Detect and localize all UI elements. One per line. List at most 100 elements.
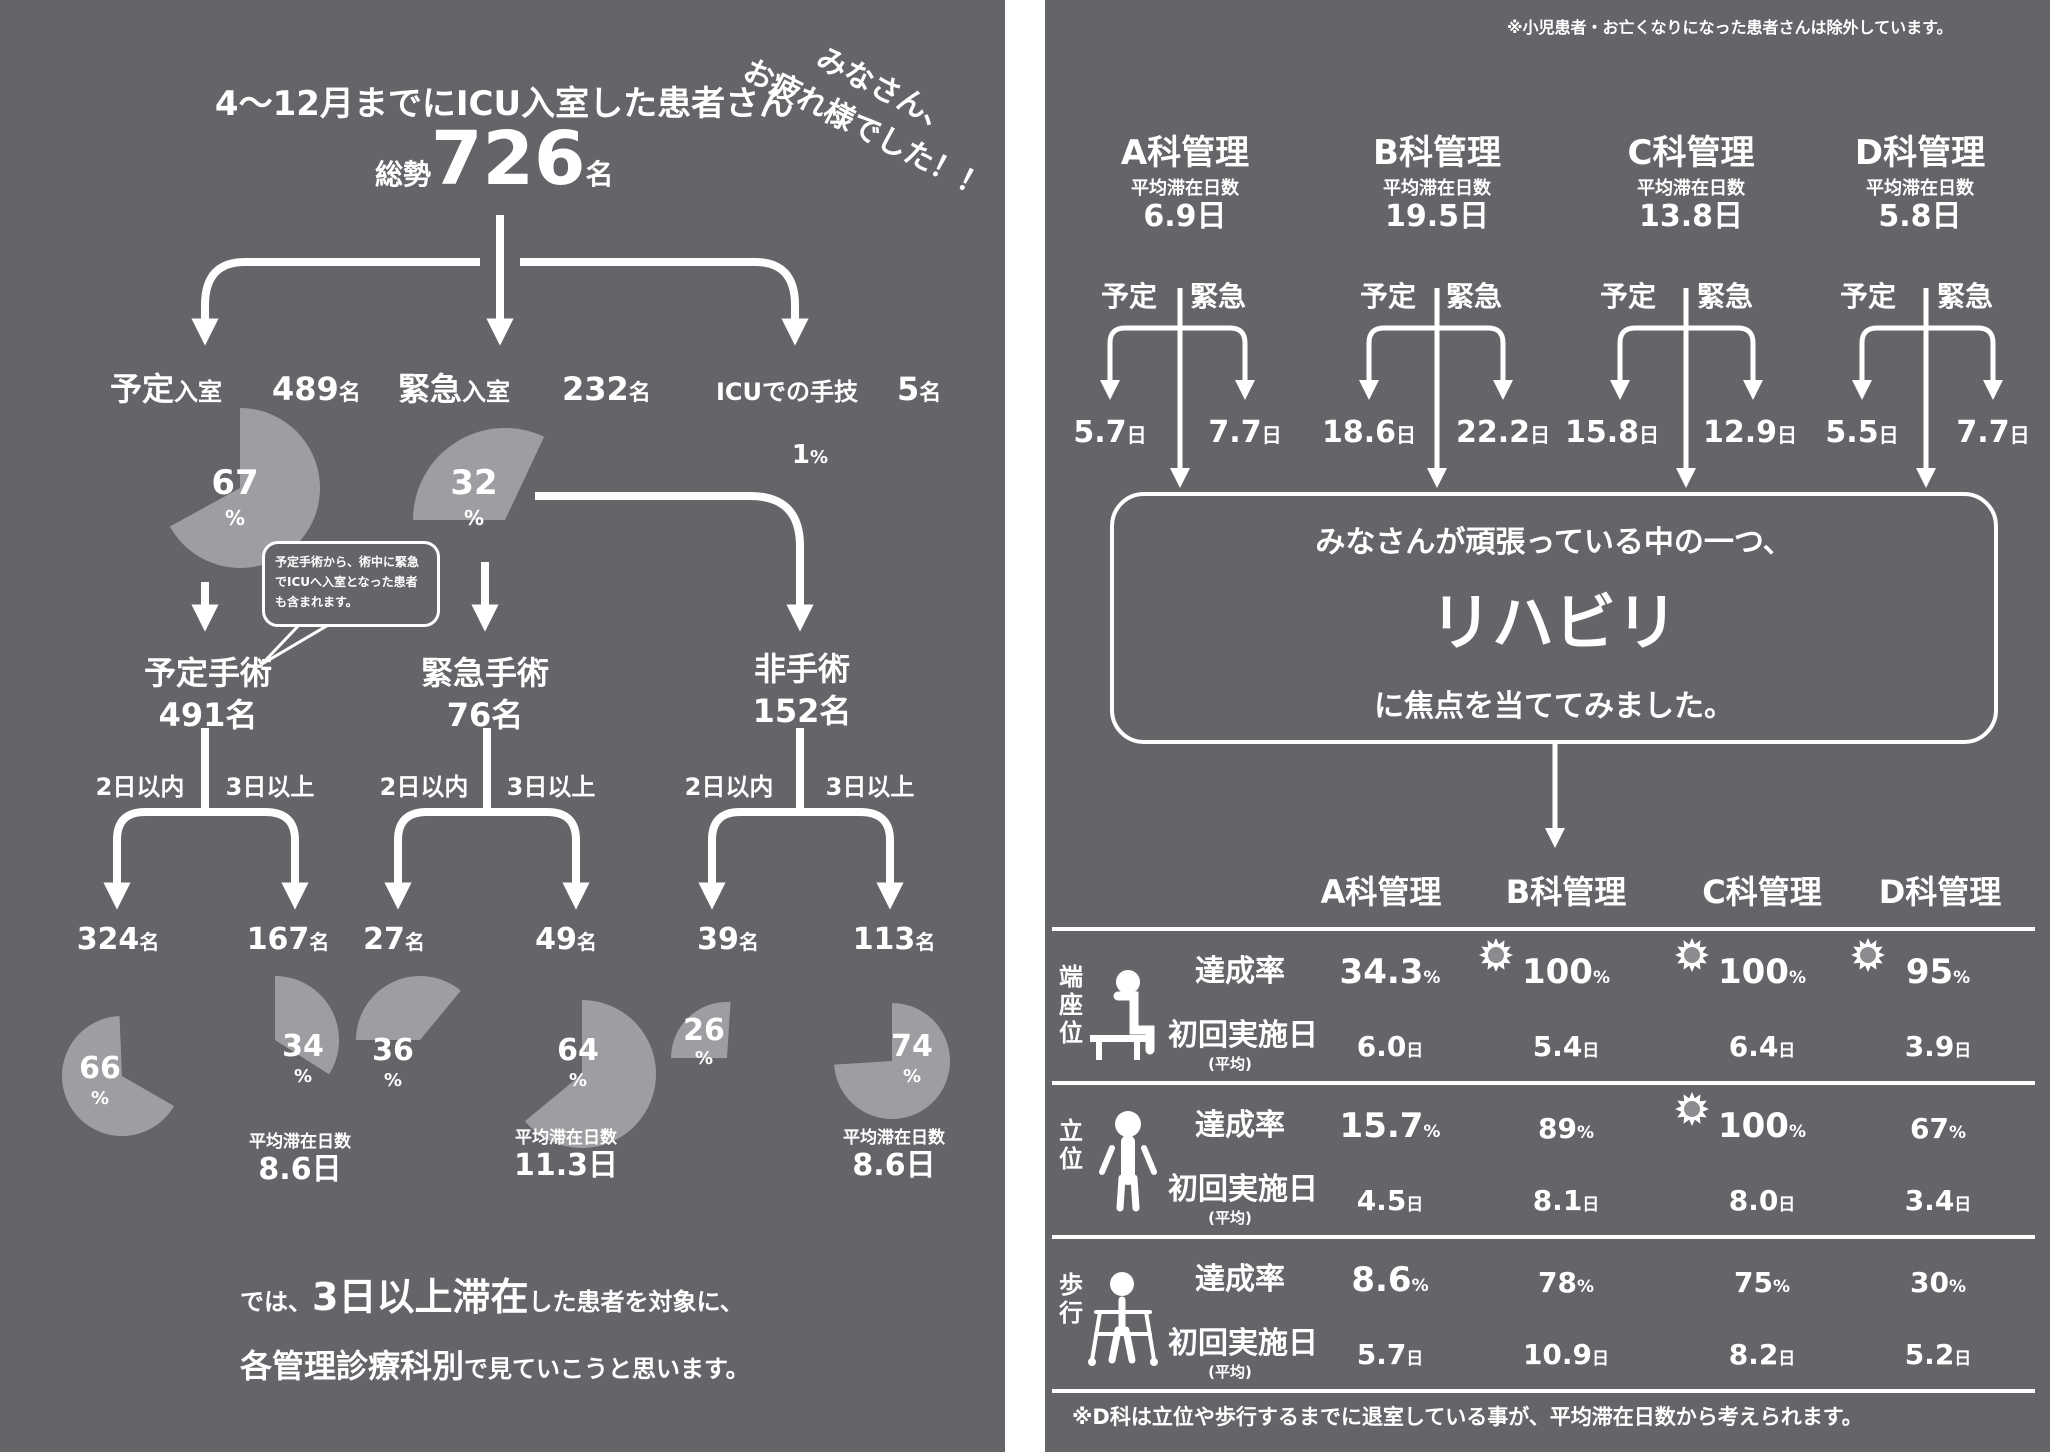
first-day-unit: 日 bbox=[1406, 1041, 1424, 1061]
conclusion-line-2: 各管理診療科別で見ていこうと思います。 bbox=[240, 1350, 750, 1382]
planned-admission-label: 予定 bbox=[110, 370, 175, 408]
ns-within2-number: 39 bbox=[697, 922, 739, 957]
total-unit: 名 bbox=[585, 158, 614, 191]
rate-value: 100% bbox=[1718, 955, 1806, 989]
rate-unit: % bbox=[1576, 1123, 1595, 1143]
arrow-dept-a-planned bbox=[1100, 325, 1180, 400]
first-day-number: 5.4 bbox=[1532, 1030, 1583, 1063]
pie-es-within2 bbox=[356, 976, 461, 1040]
pie-es-within2-value: 36 bbox=[372, 1033, 414, 1068]
rate-value: 89% bbox=[1538, 1115, 1594, 1143]
pie-ns-over3-label: 74% bbox=[891, 1032, 933, 1086]
icu-procedure: ICUでの手技 bbox=[716, 380, 858, 404]
dept-a-avg-value: 6.9日 bbox=[1143, 199, 1227, 234]
pie-ps-over3-unit: % bbox=[293, 1066, 313, 1087]
dept-a-planned-unit: 日 bbox=[1126, 423, 1147, 447]
pie-es-within2-unit: % bbox=[383, 1070, 403, 1091]
ps-over3-unit: 名 bbox=[309, 930, 330, 954]
rate-number: 100 bbox=[1521, 952, 1593, 992]
pie-ns-over3 bbox=[834, 1003, 950, 1119]
table-col-a: A科管理 bbox=[1320, 873, 1442, 911]
first-day-sub-label: (平均) bbox=[1208, 1209, 1252, 1227]
first-day-unit: 日 bbox=[1582, 1041, 1600, 1061]
rate-value: 100% bbox=[1718, 1109, 1806, 1143]
ns-over3-unit: 名 bbox=[915, 930, 936, 954]
dept-b-emergency-num: 22.2 bbox=[1455, 415, 1531, 450]
es-over3-label: 3日以上 bbox=[506, 773, 596, 801]
dept-c-name: C科管理 bbox=[1627, 133, 1755, 173]
arrow-es-over3 bbox=[487, 808, 590, 910]
conclusion-1a: では、 bbox=[240, 1288, 312, 1316]
first-day-unit: 日 bbox=[1954, 1195, 1972, 1215]
exclusion-note: ※小児患者・お亡くなりになった患者さんは除外しています。 bbox=[1507, 18, 1953, 37]
activity-label: 歩行 bbox=[1059, 1271, 1083, 1327]
first-day-value: 3.4日 bbox=[1905, 1187, 1972, 1215]
dept-a-planned-num: 5.7 bbox=[1073, 415, 1127, 450]
first-day-unit: 日 bbox=[1406, 1349, 1424, 1369]
table-col-c: C科管理 bbox=[1702, 873, 1822, 911]
arrow-dept-b-planned bbox=[1359, 325, 1437, 400]
activity-label: 端座位 bbox=[1059, 963, 1083, 1047]
dept-b-planned-days: 18.6日 bbox=[1322, 418, 1416, 448]
first-day-unit: 日 bbox=[1406, 1195, 1424, 1215]
first-day-value: 8.1日 bbox=[1533, 1187, 1600, 1215]
rate-unit: % bbox=[1576, 1277, 1595, 1297]
first-day-number: 5.7 bbox=[1356, 1338, 1407, 1371]
first-day-unit: 日 bbox=[1778, 1041, 1796, 1061]
pie-ns-within2-value: 26 bbox=[683, 1013, 725, 1048]
pie-ps-within2-unit: % bbox=[90, 1088, 110, 1109]
ns-over3-number: 113 bbox=[852, 922, 916, 957]
rate-label: 達成率 bbox=[1195, 954, 1285, 989]
first-day-number: 8.0 bbox=[1728, 1184, 1779, 1217]
rate-label: 達成率 bbox=[1195, 1108, 1285, 1143]
arrow-dept-c-planned bbox=[1610, 325, 1686, 400]
arrow-to-non-surgery bbox=[535, 492, 814, 632]
planned-admission-suffix: 入室 bbox=[174, 378, 223, 406]
dept-d-avg-label: 平均滞在日数 bbox=[1865, 178, 1974, 199]
pie-ps-over3-label: 34% bbox=[282, 1032, 324, 1086]
arrow-dept-a-emergency bbox=[1180, 325, 1255, 400]
rate-value: 8.6% bbox=[1351, 1263, 1428, 1297]
dept-c-planned-num: 15.8 bbox=[1564, 415, 1640, 450]
pie-ps-within2-value: 66 bbox=[79, 1051, 121, 1086]
ps-avg-stay-value: 8.6日 bbox=[258, 1152, 342, 1187]
dept-a-planned-days: 5.7日 bbox=[1073, 418, 1146, 448]
rate-number: 8.6 bbox=[1351, 1260, 1412, 1300]
rate-number: 34.3 bbox=[1339, 952, 1424, 992]
arrow-icu-procedure bbox=[520, 258, 809, 346]
dept-b-emergency-label: 緊急 bbox=[1446, 280, 1503, 313]
arrow-ns-over3 bbox=[800, 808, 904, 910]
ps-within2-count: 324名 bbox=[77, 925, 160, 955]
rate-value: 75% bbox=[1734, 1269, 1790, 1297]
dept-a-avg-label: 平均滞在日数 bbox=[1130, 178, 1239, 199]
first-day-label: 初回実施日 bbox=[1168, 1172, 1318, 1207]
total-number: 726 bbox=[431, 116, 586, 202]
focus-keyword: リハビリ bbox=[1429, 586, 1679, 659]
pie-ps-over3 bbox=[275, 976, 340, 1075]
es-avg-stay-value: 11.3日 bbox=[513, 1148, 619, 1183]
rate-value: 34.3% bbox=[1340, 955, 1441, 989]
rate-value: 67% bbox=[1910, 1115, 1966, 1143]
table-col-d: D科管理 bbox=[1878, 873, 2002, 911]
rate-value: 15.7% bbox=[1340, 1109, 1441, 1143]
heading-icu-patients: 4～12月までにICU入室した患者さん bbox=[214, 84, 794, 124]
non-surgery-count: 152名 bbox=[752, 692, 852, 730]
rate-unit: % bbox=[1953, 968, 1971, 988]
planned-admission-count: 489名 bbox=[272, 373, 361, 405]
first-day-value: 8.0日 bbox=[1729, 1187, 1796, 1215]
dept-b-avg-label: 平均滞在日数 bbox=[1382, 178, 1491, 199]
conclusion-2a: 各管理診療科別 bbox=[240, 1347, 465, 1385]
es-within2-number: 27 bbox=[363, 922, 405, 957]
first-day-value: 10.9日 bbox=[1523, 1341, 1609, 1369]
pie-es-over3-unit: % bbox=[568, 1070, 588, 1091]
pie-ns-within2-label: 26% bbox=[683, 1016, 725, 1068]
ns-within2-unit: 名 bbox=[738, 930, 759, 954]
pie-ns-over3-unit: % bbox=[902, 1066, 922, 1087]
dept-d-emergency-days: 7.7日 bbox=[1956, 418, 2029, 448]
first-day-unit: 日 bbox=[1778, 1195, 1796, 1215]
emergency-admission-count: 232名 bbox=[562, 373, 651, 405]
dept-b-name: B科管理 bbox=[1373, 133, 1501, 173]
first-day-number: 4.5 bbox=[1356, 1184, 1407, 1217]
ps-within2-unit: 名 bbox=[139, 930, 160, 954]
